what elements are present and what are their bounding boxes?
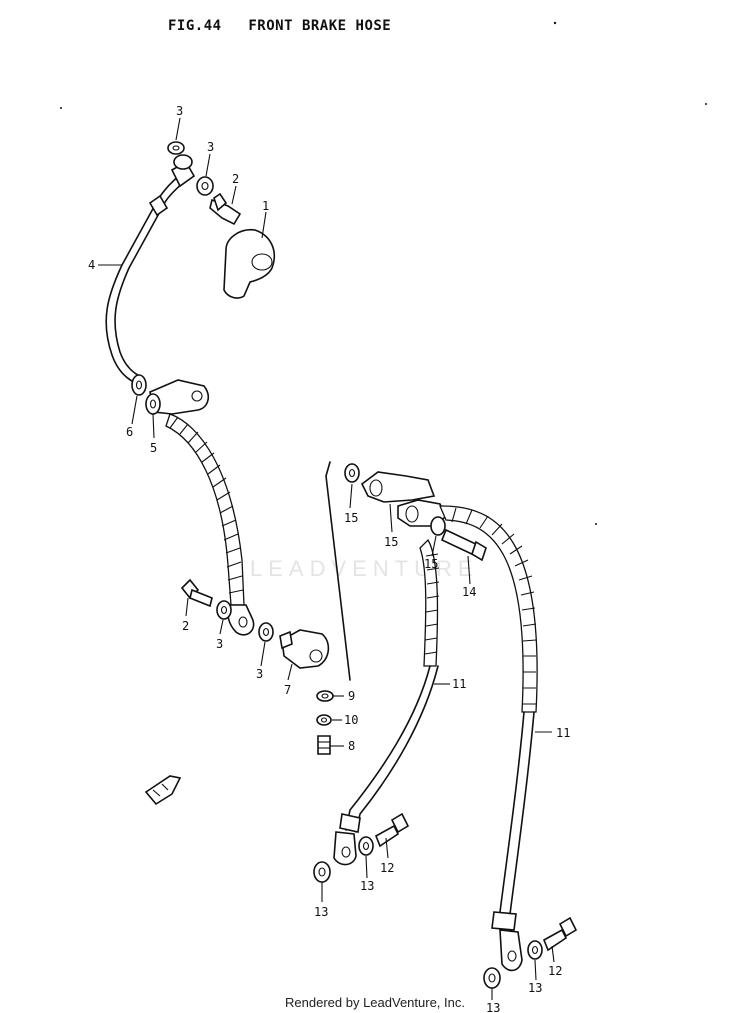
figure-title: FIG.44 FRONT BRAKE HOSE: [168, 18, 391, 34]
lower-left-union: [180, 578, 274, 642]
callout-13: 13: [528, 981, 542, 995]
callout-1: 1: [262, 199, 269, 213]
callout-4: 4: [88, 258, 95, 272]
reservoir-cap-part: [223, 228, 276, 299]
callout-3: 3: [176, 104, 183, 118]
brake-switch-part: [279, 629, 330, 669]
callout-12: 12: [548, 964, 562, 978]
callout-15: 15: [384, 535, 398, 549]
callout-14: 14: [462, 585, 476, 599]
leader-lines: [98, 117, 555, 1000]
callout-3: 3: [216, 637, 223, 651]
callout-10: 10: [344, 713, 358, 727]
armored-hose-left: [165, 413, 255, 636]
callout-11: 11: [452, 677, 466, 691]
callout-15: 15: [424, 557, 438, 571]
hose-joint-bracket: [131, 374, 210, 415]
callout-2: 2: [232, 172, 239, 186]
callout-8: 8: [348, 739, 355, 753]
small-hardware: [316, 690, 334, 755]
lower-hose-left: [333, 538, 440, 866]
upper-banjo-fittings: [167, 141, 242, 226]
right-union-fittings: [344, 463, 487, 562]
callout-5: 5: [150, 441, 157, 455]
callout-9: 9: [348, 689, 355, 703]
callout-13: 13: [314, 905, 328, 919]
footer-credit: Rendered by LeadVenture, Inc.: [285, 995, 465, 1010]
lower-banjo-hardware: [313, 812, 578, 989]
callout-labels: 3 3 2 1 4 6 5 2 3 3 7 9 10 8 15 15 15 14…: [88, 104, 570, 1013]
callout-6: 6: [126, 425, 133, 439]
callout-11: 11: [556, 726, 570, 740]
callout-3: 3: [256, 667, 263, 681]
front-direction-arrow: [144, 775, 182, 806]
callout-13: 13: [360, 879, 374, 893]
upper-brake-hose: [105, 160, 196, 385]
callout-3: 3: [207, 140, 214, 154]
callout-2: 2: [182, 619, 189, 633]
callout-12: 12: [380, 861, 394, 875]
figure-number: FIG.44: [168, 18, 222, 34]
callout-13: 13: [486, 1001, 500, 1013]
callout-15: 15: [344, 511, 358, 525]
callout-7: 7: [284, 683, 291, 697]
figure-caption: FRONT BRAKE HOSE: [248, 18, 392, 34]
lower-hose-right: [439, 505, 538, 972]
